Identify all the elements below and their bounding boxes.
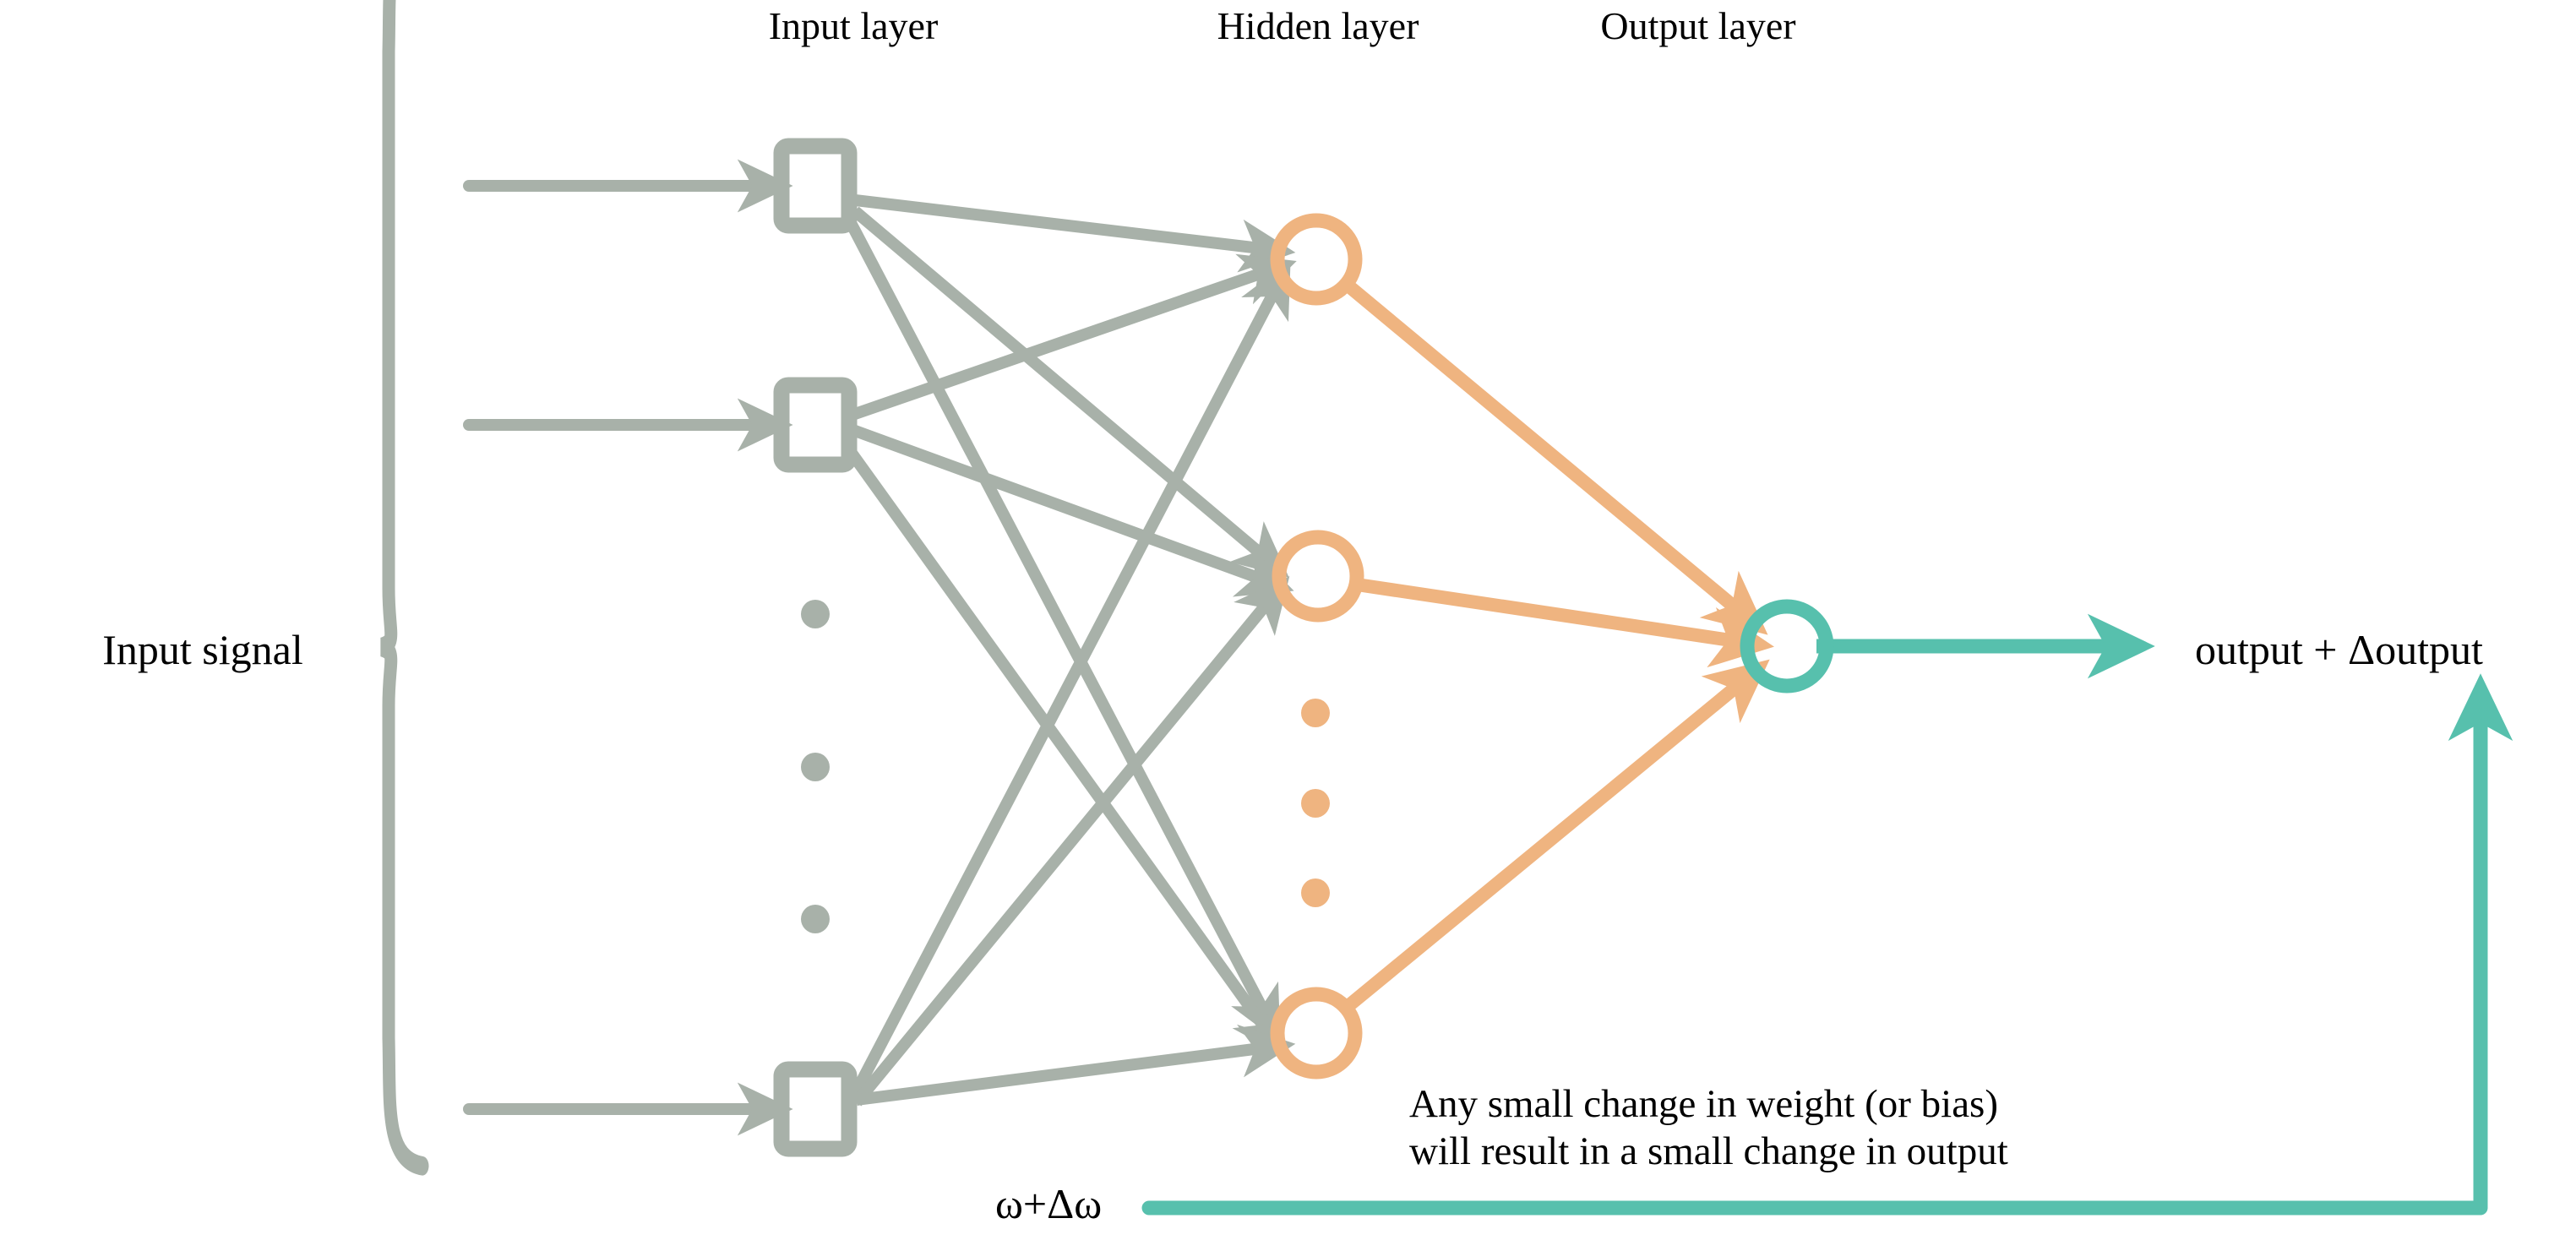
input-node-2 (773, 377, 858, 473)
input-ellipsis-dot-2 (801, 753, 830, 781)
edge-h2-o1 (1355, 578, 1774, 668)
hidden-ellipsis-dot-2 (1301, 789, 1330, 818)
caption-line-1: Any small change in weight (or bias) (1409, 1082, 1998, 1126)
hidden-output-connections (1344, 281, 1774, 1011)
caption-line-2: will result in a small change in output (1409, 1129, 2008, 1173)
edge-i2-h3 (846, 448, 1287, 1058)
hidden-ellipsis-dot-1 (1301, 699, 1330, 727)
edge-h3-o1 (1344, 659, 1770, 1011)
input-layer-ellipsis (801, 600, 830, 933)
edge-i1-h2 (851, 206, 1289, 578)
caption-block: Any small change in weight (or bias) wil… (1409, 1080, 2008, 1175)
input-node-1 (773, 138, 858, 234)
output-node-1 (1740, 599, 1834, 693)
edge-i2-h1 (852, 253, 1297, 420)
input-layer-label: Input layer (768, 4, 939, 47)
hidden-node-2 (1272, 530, 1364, 623)
input-layer-nodes (773, 138, 858, 1157)
edge-i3-h2 (852, 576, 1290, 1107)
edge-i1-h1 (854, 194, 1296, 273)
hidden-layer-nodes (1270, 213, 1364, 1080)
input-signal-brace (379, 0, 429, 1176)
output-layer-label: Output layer (1600, 4, 1796, 47)
hidden-node-3 (1270, 987, 1363, 1080)
edge-i3-h1 (849, 260, 1291, 1097)
hidden-node-1 (1270, 213, 1363, 306)
input-signal-arrows (463, 159, 793, 1136)
output-layer-nodes (1740, 599, 2155, 693)
input-ellipsis-dot-3 (801, 905, 830, 933)
edge-i2-h2 (852, 425, 1294, 597)
weight-feedback-arrow (1141, 673, 2513, 1216)
edge-h1-o1 (1345, 281, 1768, 635)
output-delta-label: output + Δoutput (2195, 626, 2483, 673)
weight-delta-label: ω+Δω (995, 1180, 1103, 1227)
input-node-3 (773, 1061, 858, 1157)
input-signal-label: Input signal (102, 626, 303, 673)
hidden-layer-ellipsis (1301, 699, 1330, 907)
input-ellipsis-dot-1 (801, 600, 830, 628)
hidden-layer-label: Hidden layer (1217, 4, 1419, 47)
edge-i1-h3 (843, 216, 1281, 1043)
edge-i3-h3 (856, 1024, 1296, 1106)
input-hidden-connections (843, 194, 1297, 1107)
hidden-ellipsis-dot-3 (1301, 878, 1330, 907)
